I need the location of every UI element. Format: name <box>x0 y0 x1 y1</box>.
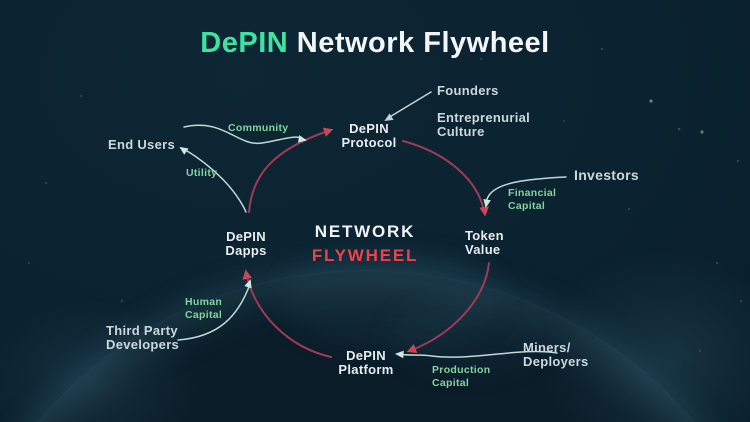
node-depin-platform: DePIN Platform <box>338 348 394 377</box>
developers-curve <box>177 283 251 341</box>
arc-dapps-to-protocol <box>248 130 329 213</box>
node-token-value: Token Value <box>465 228 504 257</box>
miners-arrowhead <box>395 350 404 359</box>
founders-arrow-line <box>387 91 432 119</box>
arrowhead-at-dapps <box>242 269 252 280</box>
arc-token-to-platform <box>411 262 490 351</box>
community-arrowhead <box>297 135 307 143</box>
edge-label-production-capital: Production Capital <box>432 364 491 389</box>
node-depin-protocol: DePIN Protocol <box>341 121 397 150</box>
utility-curve <box>183 148 247 213</box>
external-end-users: End Users <box>108 137 176 152</box>
arrowhead-at-protocol <box>322 127 334 137</box>
community-curve <box>183 124 304 145</box>
title-accent: DePIN <box>200 27 289 59</box>
center-flywheel-label: FLYWHEEL <box>311 246 419 265</box>
external-third-party-developers: Third Party Developers <box>106 323 180 352</box>
external-founders: Founders <box>437 83 499 98</box>
developers-arrowhead <box>244 279 252 289</box>
investors-arrowhead <box>483 198 491 208</box>
external-flows <box>177 91 567 359</box>
external-investors: Investors <box>574 167 639 183</box>
arc-protocol-to-token <box>402 140 485 212</box>
external-miners-deployers: Miners/ Deployers <box>523 340 589 369</box>
miners-curve <box>398 350 558 358</box>
edge-label-human-capital: Human Capital <box>185 296 223 321</box>
utility-arrowhead <box>179 146 189 155</box>
external-entreprenurial-culture: Entreprenurial Culture <box>437 110 531 139</box>
arrowhead-at-token-value <box>479 206 489 217</box>
page-title: DePIN Network Flywheel <box>0 27 750 60</box>
center-network-label: NETWORK <box>314 222 416 241</box>
edge-label-utility: Utility <box>186 167 218 179</box>
title-rest: Network Flywheel <box>288 27 550 59</box>
edge-label-community: Community <box>228 122 289 134</box>
arrowhead-at-platform <box>406 344 418 353</box>
edge-label-financial-capital: Financial Capital <box>508 187 557 212</box>
node-depin-dapps: DePIN Dapps <box>225 229 267 258</box>
founders-arrowhead <box>384 113 394 122</box>
flywheel-red-arcs <box>242 127 490 358</box>
arc-platform-to-dapps <box>246 276 332 358</box>
